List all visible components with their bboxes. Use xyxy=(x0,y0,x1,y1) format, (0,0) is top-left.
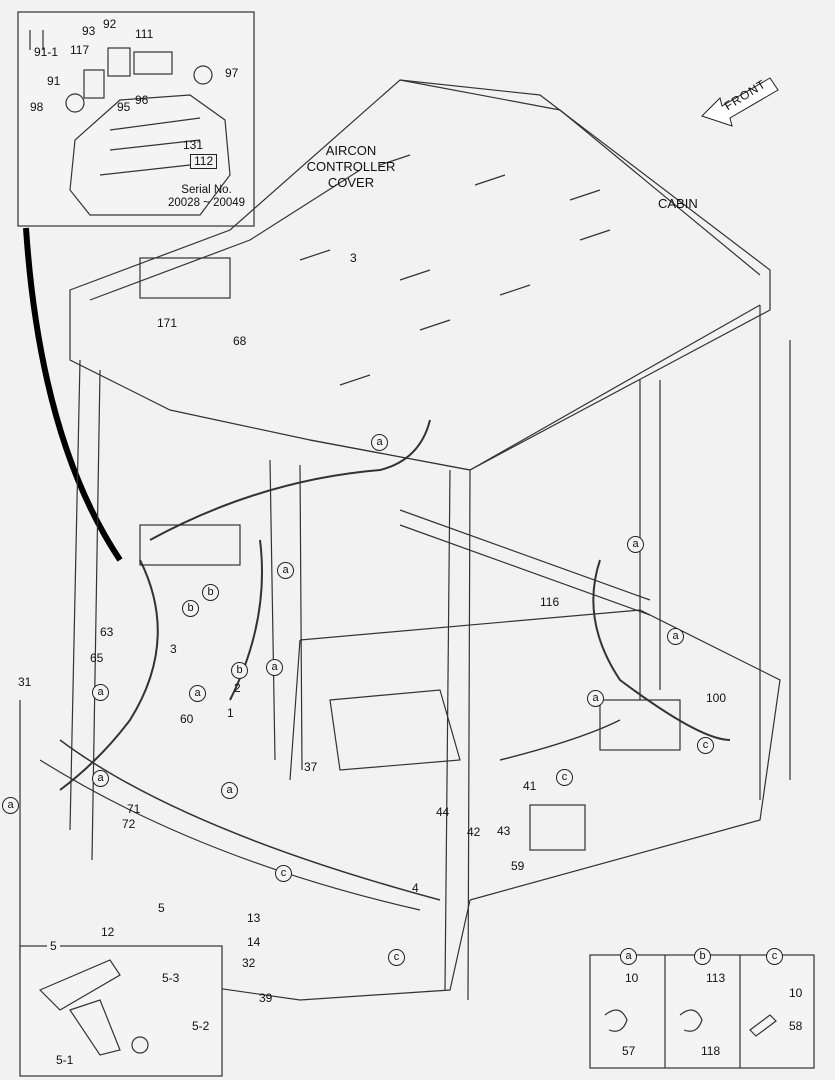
callout-b: b xyxy=(231,662,248,679)
part-117: 117 xyxy=(70,43,90,57)
callout-b: b xyxy=(182,600,199,617)
part-112: 112 xyxy=(190,154,218,169)
callout-a: a xyxy=(266,659,283,676)
callout-c: c xyxy=(275,865,292,882)
part-31: 31 xyxy=(18,675,32,689)
part-4: 4 xyxy=(412,881,419,895)
part-42: 42 xyxy=(467,825,481,839)
front-arrow: FRONT xyxy=(700,68,790,128)
callout-a: a xyxy=(627,536,644,553)
part-3-top: 3 xyxy=(350,251,357,265)
part-96: 96 xyxy=(135,93,149,107)
aircon-line-2: CONTROLLER xyxy=(306,159,396,174)
part-5: 5 xyxy=(158,901,165,915)
part-171: 171 xyxy=(157,316,178,330)
clamp-a-header: a xyxy=(620,948,637,965)
callout-a: a xyxy=(277,562,294,579)
callout-a: a xyxy=(92,770,109,787)
aircon-line-1: AIRCON xyxy=(325,143,377,158)
part-92: 92 xyxy=(103,17,117,31)
aircon-line-3: COVER xyxy=(327,175,375,190)
clamp-b-part: 118 xyxy=(701,1044,721,1058)
part-32: 32 xyxy=(242,956,256,970)
detail-5-3: 5-3 xyxy=(162,971,180,985)
part-63: 63 xyxy=(100,625,114,639)
serial-label: Serial No. xyxy=(181,184,232,196)
clamp-b-bolt: 113 xyxy=(706,971,726,985)
part-37: 37 xyxy=(304,760,318,774)
callout-c: c xyxy=(556,769,573,786)
serial-block: Serial No. 20028 ~ 20049 xyxy=(168,184,245,210)
detail-5-1: 5-1 xyxy=(56,1053,74,1067)
callout-a: a xyxy=(371,434,388,451)
part-43: 43 xyxy=(497,824,511,838)
clamp-c-part: 58 xyxy=(789,1019,803,1033)
part-100: 100 xyxy=(706,691,727,705)
serial-range: 20028 ~ 20049 xyxy=(168,197,246,209)
clamp-c-header: c xyxy=(766,948,783,965)
cabin-title: CABIN xyxy=(658,196,698,211)
detail-5-2: 5-2 xyxy=(192,1019,210,1033)
detail-5-frame xyxy=(19,945,223,1077)
part-131: 131 xyxy=(183,138,204,152)
callout-a: a xyxy=(587,690,604,707)
callout-a: a xyxy=(189,685,206,702)
callout-c: c xyxy=(388,949,405,966)
part-71: 71 xyxy=(127,802,141,816)
callout-a: a xyxy=(667,628,684,645)
part-116: 116 xyxy=(540,595,560,609)
part-93: 93 xyxy=(82,24,96,38)
part-98: 98 xyxy=(30,100,44,114)
callout-a: a xyxy=(92,684,109,701)
part-60: 60 xyxy=(180,712,194,726)
part-1: 1 xyxy=(227,706,234,720)
console-inset-frame xyxy=(17,11,255,227)
callout-a: a xyxy=(221,782,238,799)
clamp-c-bolt: 10 xyxy=(789,986,803,1000)
callout-c: c xyxy=(697,737,714,754)
part-91: 91 xyxy=(47,74,61,88)
part-59: 59 xyxy=(511,859,525,873)
part-3-mid: 3 xyxy=(170,642,177,656)
part-91-1: 91-1 xyxy=(34,45,59,59)
part-14: 14 xyxy=(247,935,261,949)
callout-b: b xyxy=(202,584,219,601)
part-111: 111 xyxy=(135,27,154,41)
detail-5-title: 5 xyxy=(47,940,60,953)
clamp-a-bolt: 10 xyxy=(625,971,639,985)
aircon-cover-title: AIRCON CONTROLLER COVER xyxy=(306,143,396,191)
clamp-a-part: 57 xyxy=(622,1044,636,1058)
clamp-b-header: b xyxy=(694,948,711,965)
part-44: 44 xyxy=(436,805,450,819)
part-39: 39 xyxy=(259,991,273,1005)
part-13: 13 xyxy=(247,911,261,925)
part-97: 97 xyxy=(225,66,239,80)
part-72: 72 xyxy=(122,817,136,831)
part-41: 41 xyxy=(523,779,537,793)
part-65: 65 xyxy=(90,651,104,665)
part-68: 68 xyxy=(233,334,247,348)
part-95: 95 xyxy=(117,100,131,114)
part-12: 12 xyxy=(101,925,115,939)
callout-a: a xyxy=(2,797,19,814)
part-2: 2 xyxy=(234,681,241,695)
